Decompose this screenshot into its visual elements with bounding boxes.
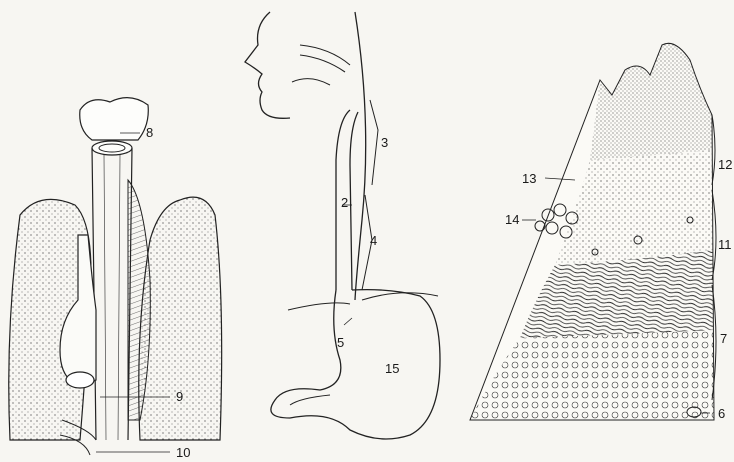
label-11: 11 <box>718 238 732 251</box>
left-panel-drawing <box>9 98 222 455</box>
label-4: 4 <box>370 234 377 247</box>
label-8: 8 <box>146 126 153 139</box>
label-10: 10 <box>176 446 190 459</box>
label-13: 13 <box>522 172 536 185</box>
label-12: 12 <box>718 158 732 171</box>
label-7: 7 <box>720 332 727 345</box>
label-2: 2 <box>341 196 348 209</box>
label-3: 3 <box>381 136 388 149</box>
label-15: 15 <box>385 362 399 375</box>
label-6: 6 <box>718 407 725 420</box>
right-panel-drawing <box>470 43 716 420</box>
label-9: 9 <box>176 390 183 403</box>
middle-panel-drawing <box>245 12 440 439</box>
label-14: 14 <box>505 213 519 226</box>
label-5: 5 <box>337 336 344 349</box>
